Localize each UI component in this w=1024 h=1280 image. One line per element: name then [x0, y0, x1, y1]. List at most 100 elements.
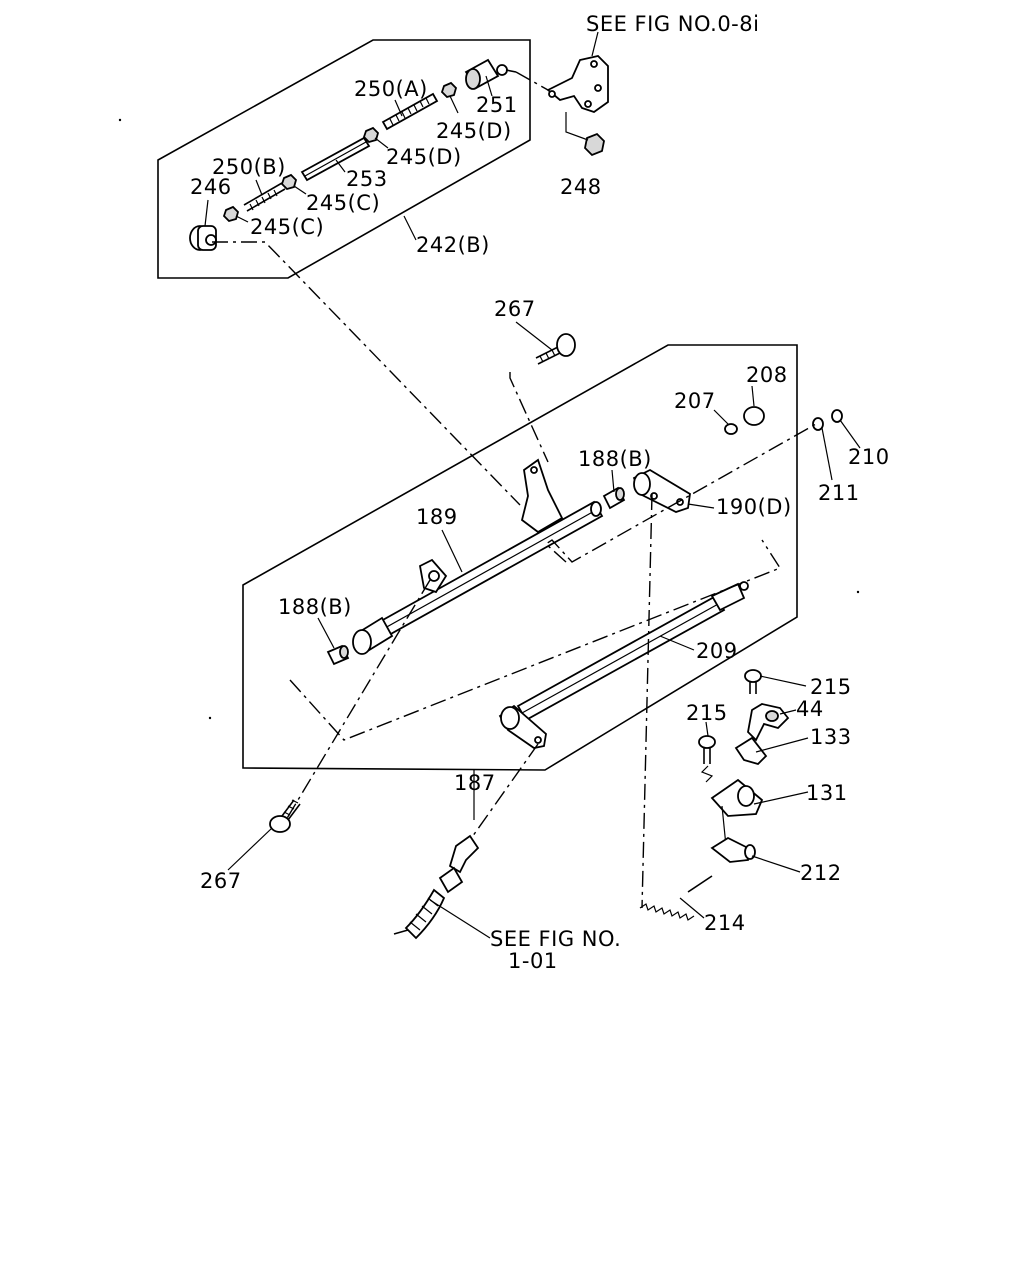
leader-245c-top [293, 185, 307, 195]
cap-208 [743, 406, 765, 426]
nut-245d-top [440, 81, 458, 99]
label-245d-mid: 245(D) [386, 145, 462, 169]
label-210: 210 [848, 445, 890, 469]
label-267-bot: 267 [200, 869, 242, 893]
label-188b-right: 188(B) [578, 447, 652, 471]
lower-linkage-fig-101 [393, 834, 480, 940]
shaft-189 [352, 500, 604, 655]
label-248: 248 [560, 175, 602, 199]
label-187: 187 [454, 771, 496, 795]
label-253: 253 [346, 167, 388, 191]
bolt-215-right [744, 669, 762, 694]
connector-lever-to-267 [285, 579, 431, 821]
leader-246 [204, 199, 209, 227]
leader-190d [687, 503, 715, 509]
speck-dot [118, 118, 122, 122]
lever-189 [418, 558, 448, 594]
label-245c-top: 245(C) [306, 191, 380, 215]
label-267-top: 267 [494, 297, 536, 321]
leader-215-right [759, 675, 807, 687]
leader-131 [753, 791, 809, 805]
nut-248 [584, 132, 605, 157]
connector-188b-box [289, 539, 782, 741]
bracket-131 [710, 778, 764, 847]
leader-250b [255, 179, 263, 196]
spring-214 [639, 875, 713, 921]
nut-245d-mid [362, 126, 380, 144]
label-208: 208 [746, 363, 788, 387]
leader-253 [335, 159, 346, 173]
bolt-267-top [535, 333, 576, 365]
leader-245c-bot [235, 215, 249, 223]
label-214: 214 [704, 911, 746, 935]
connector-shaft-to-190d [544, 423, 817, 563]
group-outline-242b [157, 39, 531, 279]
nut-245c-lower [222, 205, 240, 223]
bushing-188b-left [326, 644, 350, 666]
leader-267-top [515, 321, 553, 351]
leader-210 [839, 419, 861, 449]
leader-fig-081 [591, 31, 599, 57]
leader-251 [485, 75, 493, 97]
connector-209-to-fig101 [469, 743, 539, 841]
label-215-right: 215 [810, 675, 852, 699]
label-209: 209 [696, 639, 738, 663]
leader-189 [441, 529, 463, 573]
label-245c-bot: 245(C) [250, 215, 324, 239]
label-131: 131 [806, 781, 848, 805]
washer-210 [831, 409, 843, 423]
leader-215-left [705, 721, 709, 737]
leader-248 [565, 112, 589, 141]
leader-208 [751, 385, 755, 407]
label-251: 251 [476, 93, 518, 117]
label-189: 189 [416, 505, 458, 529]
label-188b-left: 188(B) [278, 595, 352, 619]
nut-245c-upper [280, 173, 298, 191]
bolt-215-left [698, 735, 716, 783]
threaded-rod-250b [243, 182, 286, 212]
sleeve-253 [300, 136, 371, 182]
eye-end-246 [189, 225, 217, 251]
threaded-rod-250a [381, 92, 439, 131]
label-207: 207 [674, 389, 716, 413]
leader-267-bot [227, 827, 273, 871]
leader-245d-top [449, 95, 459, 114]
shaft-209 [498, 581, 749, 749]
label-250b: 250(B) [212, 155, 286, 179]
leader-44 [779, 709, 797, 715]
label-245d-top: 245(D) [436, 119, 512, 143]
leader-133 [755, 737, 809, 753]
label-250a: 250(A) [354, 77, 428, 101]
connector-bracket-to-267 [509, 372, 549, 463]
label-242b: 242(B) [416, 233, 490, 257]
label-133: 133 [810, 725, 852, 749]
washer-211 [812, 417, 824, 431]
label-212: 212 [800, 861, 842, 885]
leader-214 [679, 897, 705, 919]
ref-fig-081: SEE FIG NO.0-8i [586, 12, 759, 36]
label-190d: 190(D) [716, 495, 792, 519]
bracket-fig-081 [546, 55, 609, 113]
ref-fig-101-line1: SEE FIG NO. [490, 927, 621, 951]
leader-209 [659, 635, 695, 651]
clip-44 [747, 703, 790, 742]
speck-dot [208, 716, 212, 720]
leader-245d-mid [374, 137, 389, 149]
ref-fig-101-line2: 1-01 [508, 949, 558, 973]
leader-188b-right [611, 469, 615, 493]
leader-fig-101 [429, 899, 491, 939]
leader-212 [751, 855, 801, 873]
label-215-left: 215 [686, 701, 728, 725]
leader-188b-left [317, 617, 335, 649]
speck-dot [856, 590, 860, 594]
connector-190d-to-214 [641, 493, 653, 909]
shaft-bracket [520, 458, 564, 534]
leader-250a [394, 99, 403, 117]
bracket-212 [710, 836, 756, 863]
leader-242b [403, 215, 417, 241]
label-211: 211 [818, 481, 860, 505]
bolt-267-bottom [269, 799, 301, 833]
group-outline-187 [242, 344, 798, 771]
leader-207 [713, 409, 729, 425]
